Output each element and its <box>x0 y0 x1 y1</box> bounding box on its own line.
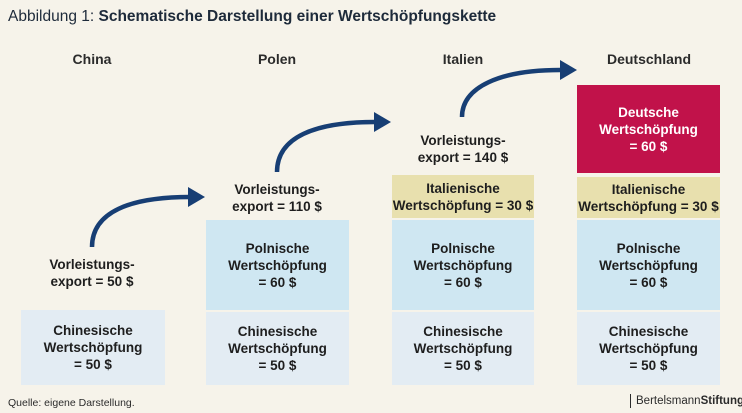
country-label-italien: Italien <box>442 51 484 67</box>
export-label-polen: Vorleistungs- export = 110 $ <box>207 181 347 215</box>
box-text-line: Wertschöpfung <box>43 340 143 355</box>
export-italien-line2: export = 140 $ <box>417 150 509 165</box>
box-text-line: = 60 $ <box>629 138 668 154</box>
box-text-line: Wertschöpfung = 30 $ <box>392 197 534 213</box>
box-italien-italian-value-added: Italienische Wertschöpfung = 30 $ <box>392 175 534 218</box>
figure-title: Abbildung 1: Schematische Darstellung ei… <box>8 8 496 26</box>
box-text-line: Italienische <box>426 180 500 196</box>
export-label-china: Vorleistungs- export = 50 $ <box>22 256 162 290</box>
box-text-line: Wertschöpfung <box>413 341 513 356</box>
country-label-china: China <box>72 51 112 67</box>
box-text-line: Wertschöpfung <box>599 257 698 273</box>
box-polen-polish-value-added: Polnische Wertschöpfung = 60 $ <box>206 220 349 310</box>
export-china-line1: Vorleistungs- <box>49 257 135 272</box>
bertelsmann-stiftung-logo: BertelsmannStiftung <box>630 394 742 408</box>
box-deutschland-polish-value-added: Polnische Wertschöpfung = 60 $ <box>577 218 720 310</box>
box-text-line: Italienische <box>611 181 686 197</box>
box-text-line: = 60 $ <box>629 274 668 290</box>
box-china-chinese-value-added: Chinesische Wertschöpfung = 50 $ <box>21 310 165 385</box>
box-text-line: = 60 $ <box>444 274 482 290</box>
source-note: Quelle: eigene Darstellung. <box>8 397 135 409</box>
figure-title-prefix: Abbildung 1: <box>8 8 99 25</box>
box-text-line: Chinesische <box>53 323 133 338</box>
box-text-line: Chinesische <box>237 324 318 339</box>
arrow-italien-to-deutschland-head <box>560 60 577 80</box>
box-text-line: = 50 $ <box>444 358 482 373</box>
box-text-line: Polnische <box>431 240 495 256</box>
arrow-china-to-polen-head <box>188 187 205 207</box>
export-polen-line2: export = 110 $ <box>232 199 322 214</box>
export-polen-line1: Vorleistungs- <box>234 182 320 197</box>
box-deutschland-german-value-added: Deutsche Wertschöpfung = 60 $ <box>577 85 720 173</box>
box-text-line: Chinesische <box>608 324 689 339</box>
box-text-line: Wertschöpfung <box>599 341 698 356</box>
arrow-polen-to-italien <box>274 119 376 173</box>
box-text-line: Polnische <box>616 240 681 256</box>
box-italien-polish-value-added: Polnische Wertschöpfung = 60 $ <box>392 218 534 310</box>
country-label-polen: Polen <box>257 51 297 67</box>
country-label-deutschland: Deutschland <box>606 51 691 67</box>
box-text-line: Chinesische <box>423 324 503 339</box>
logo-text-part1: Bertelsmann <box>636 395 701 407</box>
box-polen-chinese-value-added: Chinesische Wertschöpfung = 50 $ <box>206 310 349 385</box>
box-text-line: = 60 $ <box>258 274 297 290</box>
box-text-line: = 50 $ <box>629 358 668 373</box>
figure-title-main: Schematische Darstellung einer Wertschöp… <box>98 8 497 25</box>
box-text-line: Polnische <box>245 240 310 256</box>
box-text-line: Deutsche <box>618 104 679 120</box>
box-deutschland-chinese-value-added: Chinesische Wertschöpfung = 50 $ <box>577 310 720 385</box>
arrow-polen-to-italien-head <box>374 112 391 132</box>
export-label-italien: Vorleistungs- export = 140 $ <box>393 132 533 166</box>
logo-text-part2: Stiftung <box>700 395 742 407</box>
arrow-china-to-polen <box>89 194 191 248</box>
box-text-line: Wertschöpfung <box>413 257 513 273</box>
box-text-line: Wertschöpfung <box>228 257 327 273</box>
arrow-italien-to-deutschland <box>459 67 561 118</box>
box-text-line: Wertschöpfung <box>599 121 698 137</box>
export-china-line2: export = 50 $ <box>50 274 134 289</box>
box-text-line: Wertschöpfung = 30 $ <box>578 198 719 214</box>
box-italien-chinese-value-added: Chinesische Wertschöpfung = 50 $ <box>392 310 534 385</box>
box-text-line: Wertschöpfung <box>228 341 327 356</box>
box-deutschland-italian-value-added: Italienische Wertschöpfung = 30 $ <box>577 175 720 218</box>
box-text-line: = 50 $ <box>74 357 112 372</box>
export-italien-line1: Vorleistungs- <box>420 133 506 148</box>
box-text-line: = 50 $ <box>258 358 297 373</box>
